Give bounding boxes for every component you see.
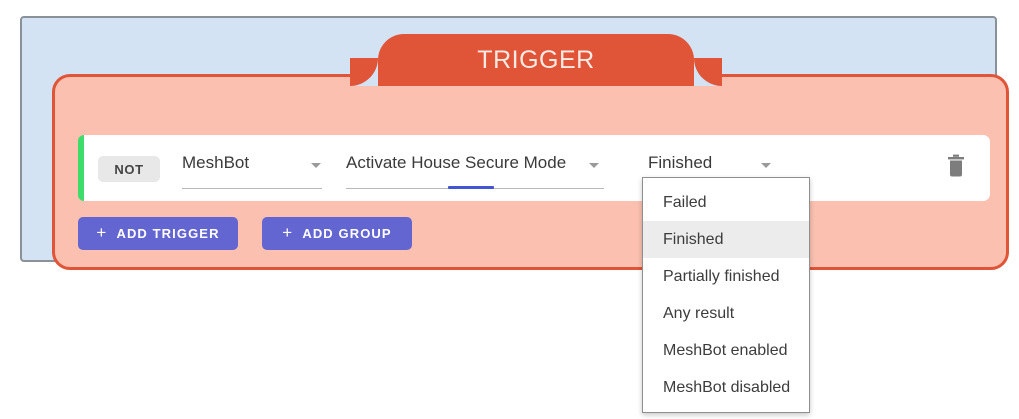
trash-icon[interactable]	[944, 153, 968, 181]
menu-item[interactable]: Any result	[663, 305, 735, 322]
menu-item[interactable]: MeshBot disabled	[663, 379, 791, 396]
plus-icon: +	[96, 223, 108, 242]
menu-item[interactable]: Finished	[643, 221, 809, 258]
select-capability-underline	[182, 188, 322, 189]
add-trigger-label: ADD TRIGGER	[116, 226, 220, 241]
trigger-tab-label: TRIGGER	[477, 46, 595, 74]
menu-item[interactable]: Partially finished	[663, 268, 780, 285]
trigger-canvas: TRIGGER NOT MeshBot Activate House Secur…	[20, 16, 1009, 270]
tab-notch-left	[350, 58, 378, 86]
row-status-accent-bar	[78, 135, 84, 201]
select-capability[interactable]: MeshBot	[182, 151, 322, 189]
plus-icon: +	[282, 223, 294, 242]
chevron-down-icon	[589, 163, 599, 168]
add-group-button[interactable]: + ADD GROUP	[262, 217, 412, 250]
select-action-value: Activate House Secure Mode	[346, 153, 567, 172]
chevron-down-icon	[311, 163, 321, 168]
not-toggle-button[interactable]: NOT	[98, 156, 160, 182]
menu-item[interactable]: Failed	[663, 194, 707, 211]
select-action[interactable]: Activate House Secure Mode	[346, 151, 604, 189]
add-group-label: ADD GROUP	[302, 226, 392, 241]
select-action-focus-indicator	[448, 186, 494, 189]
select-capability-value: MeshBot	[182, 153, 250, 172]
add-trigger-button[interactable]: + ADD TRIGGER	[78, 217, 238, 250]
trigger-tab[interactable]: TRIGGER	[378, 34, 694, 86]
condition-row: NOT MeshBot Activate House Secure Mode F…	[78, 135, 990, 201]
menu-item[interactable]: MeshBot enabled	[663, 342, 788, 359]
select-result-value: Finished	[648, 153, 713, 172]
tab-notch-right	[694, 58, 722, 86]
chevron-down-icon	[761, 163, 771, 168]
